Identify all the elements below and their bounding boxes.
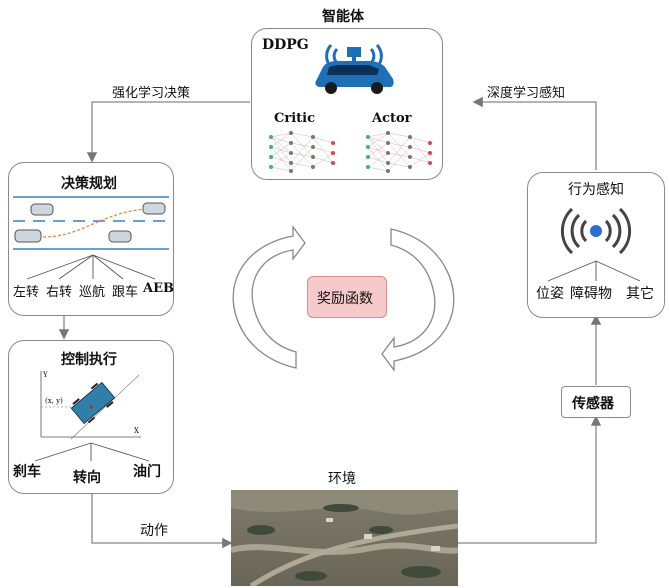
- decision-option-follow: 跟车: [112, 285, 139, 300]
- action-label: 动作: [140, 523, 168, 539]
- critic-network-icon: [269, 131, 335, 173]
- perception-item-other: 其它: [626, 286, 654, 302]
- car-icon: [14, 202, 166, 243]
- perception-item-pose: 位姿: [536, 286, 564, 302]
- decision-option-right: 右转: [46, 285, 73, 300]
- action-steer: 转向: [73, 470, 101, 486]
- agent-title: 智能体: [322, 9, 364, 25]
- arrow-environment-to-sensor: [457, 415, 602, 544]
- left-edge-label: 强化学习决策: [112, 86, 191, 101]
- arrow-perception-to-agent: [472, 96, 597, 170]
- right-edge-label: 深度学习感知: [487, 86, 566, 101]
- environment-image: [231, 490, 458, 586]
- perception-title: 行为感知: [568, 182, 624, 198]
- cycle-arrow-right: [381, 228, 455, 372]
- sensor-box: 传感器: [561, 386, 631, 418]
- perception-item-obstacle: 障碍物: [570, 286, 612, 302]
- axis-x-label: X: [134, 427, 139, 435]
- lane-scene: [13, 196, 169, 250]
- agent-box: DDPG Critic Actor: [251, 28, 443, 180]
- actor-network-icon: [366, 131, 432, 173]
- environment-label: 环境: [328, 471, 356, 487]
- cycle-arrow-left: [232, 225, 306, 369]
- control-title: 控制执行: [61, 352, 117, 368]
- reward-label: 奖励函数: [317, 291, 373, 307]
- arrow-agent-to-decision: [86, 101, 250, 163]
- sensor-label: 传感器: [572, 396, 614, 412]
- decision-tree-lines: [26, 254, 156, 280]
- decision-option-aeb: AEB: [143, 281, 174, 296]
- signal-icon: [560, 207, 632, 255]
- decision-title: 决策规划: [61, 176, 117, 192]
- vehicle-kinematics-figure: X Y (x, y): [40, 371, 141, 440]
- perception-tree-lines: [547, 260, 641, 282]
- decision-option-cruise: 巡航: [79, 285, 106, 300]
- control-tree-lines: [34, 442, 150, 462]
- actor-label: Actor: [372, 111, 412, 126]
- action-throttle: 油门: [133, 464, 161, 480]
- action-brake: 刹车: [13, 464, 41, 480]
- perception-box: 行为感知 位姿 障碍物 其它: [527, 172, 665, 318]
- agent-algo-label: DDPG: [262, 37, 309, 53]
- arrow-control-to-environment: [91, 492, 233, 549]
- axis-y-label: Y: [42, 371, 48, 379]
- critic-label: Critic: [274, 111, 315, 126]
- coord-label: (x, y): [45, 397, 63, 405]
- control-box: 控制执行 X Y (x, y) 刹车 转向 油门: [8, 340, 174, 494]
- reward-box: 奖励函数: [307, 276, 387, 318]
- decision-option-left: 左转: [13, 285, 40, 300]
- decision-box: 决策规划 左转 右转 巡航 跟车 AEB: [8, 162, 174, 316]
- car-icon: [315, 43, 394, 94]
